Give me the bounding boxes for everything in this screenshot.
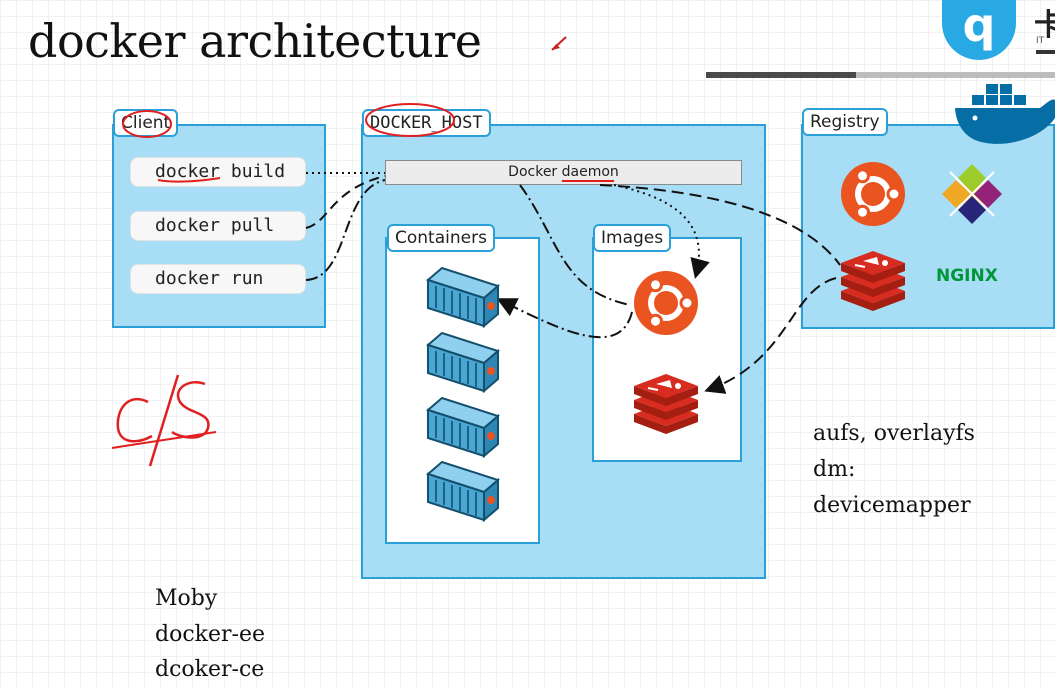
client-highlight-circle xyxy=(122,110,172,138)
containers-label: Containers xyxy=(387,224,495,252)
nginx-registry-icon: NGINX xyxy=(936,266,998,286)
host-highlight-circle xyxy=(365,103,455,137)
storage-note-2: dm: xyxy=(813,457,856,482)
storage-note-3: devicemapper xyxy=(813,493,971,518)
storage-note-1: aufs, overlayfs xyxy=(813,421,975,446)
presentation-progress-fill xyxy=(706,72,857,78)
presentation-progress-bar xyxy=(706,72,1055,78)
run-image-connector xyxy=(519,184,631,306)
run-connector xyxy=(305,179,386,281)
docker-build-command: docker build xyxy=(130,157,306,187)
pull-image-arrow xyxy=(704,277,837,394)
pull-registry-connector xyxy=(599,184,841,266)
slide-title: docker architecture xyxy=(28,14,482,68)
brand-logo: q xyxy=(942,0,1016,60)
docker-whale-icon xyxy=(955,84,1055,144)
images-label: Images xyxy=(593,224,672,252)
docker-run-command: docker run xyxy=(130,264,306,294)
registry-label: Registry xyxy=(802,108,888,136)
run-container-arrow xyxy=(496,298,633,339)
brand-logo-text: 卡 xyxy=(1034,8,1055,43)
brand-logo-bar xyxy=(1036,50,1055,54)
edition-docker-ee: docker-ee xyxy=(155,622,265,647)
build-image-arrow xyxy=(613,184,710,279)
brand-logo-subtext: IT xyxy=(1036,36,1045,46)
centos-registry-icon xyxy=(942,164,1002,224)
pull-connector xyxy=(305,175,386,229)
edition-moby: Moby xyxy=(155,586,218,611)
build-underline xyxy=(157,177,221,183)
docker-pull-command: docker pull xyxy=(130,211,306,241)
brand-logo-mark: q xyxy=(962,0,996,52)
edition-docker-ce: dcoker-ce xyxy=(155,657,265,682)
